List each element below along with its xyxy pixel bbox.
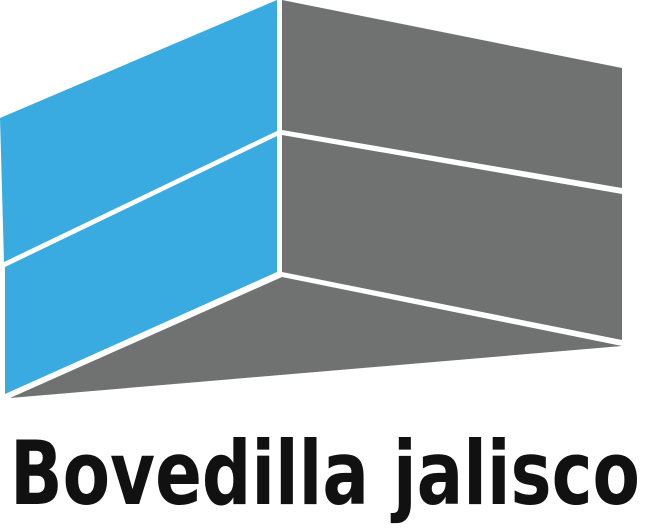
logo-mark bbox=[0, 0, 622, 398]
brand-name: Bovedilla jalisco bbox=[10, 422, 640, 525]
gray-panel-top bbox=[282, 0, 622, 188]
gray-panel-middle bbox=[282, 135, 622, 340]
blue-panel-top bbox=[0, 0, 277, 262]
blue-panel-bottom bbox=[5, 136, 277, 394]
gray-panel-floor bbox=[10, 277, 622, 398]
